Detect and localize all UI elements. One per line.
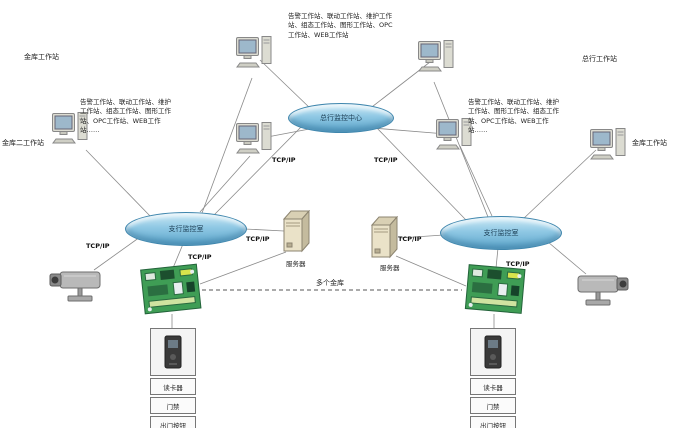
tcpip-label-left-server: TCP/IP [246, 235, 270, 243]
access-label-exit-button-left: 出门按钮 [150, 416, 196, 428]
access-label-reader-left: 读卡器 [150, 378, 196, 395]
cloud-branch-room-left: 支行监控室 [125, 212, 247, 246]
workstation-icon-mid-right-outer [590, 126, 626, 174]
station-label-head-office-top-right: 总行工作站 [582, 55, 617, 63]
card-reader-device-icon-right [470, 328, 516, 376]
workstation-icon-mid-right-inner [436, 116, 472, 164]
tcpip-label-center-right: TCP/IP [374, 156, 398, 164]
workstation-list-top: 告警工作站、联动工作站、维护工作站、组态工作站、图形工作站、OPC工作站、WEB… [288, 12, 393, 39]
tcpip-label-right-camera: TCP/IP [506, 260, 530, 268]
server-icon-right [370, 215, 399, 266]
card-reader-device-icon-left [150, 328, 196, 376]
workstation-icon-top-right [418, 38, 454, 86]
access-label-exit-button-right: 出门按钮 [470, 416, 516, 428]
tcpip-label-right-server: TCP/IP [398, 235, 422, 243]
controller-board-icon-left [140, 263, 203, 319]
server-label-right: 服务器 [380, 264, 400, 272]
cloud-head-office-label: 总行监控中心 [320, 114, 362, 122]
station-label-vault2-mid-left: 金库二工作站 [2, 139, 44, 147]
workstation-list-left: 告警工作站、联动工作站、维护工作站、组态工作站、图形工作站、OPC工作站、WEB… [80, 98, 171, 135]
cloud-branch-left-label: 支行监控室 [168, 225, 204, 233]
access-unit-right: 读卡器 门禁 出门按钮 [470, 328, 516, 428]
controller-board-icon-right [464, 264, 526, 319]
workstation-icon-top-left [236, 34, 272, 82]
station-label-vault-mid-right: 金库工作站 [632, 139, 667, 147]
tcpip-label-left-pcb: TCP/IP [188, 253, 212, 261]
cloud-branch-right-label: 支行监控室 [483, 229, 519, 237]
workstation-icon-mid-left-outer [52, 110, 88, 158]
tcpip-label-left-camera: TCP/IP [86, 242, 110, 250]
cctv-camera-icon-right [570, 270, 630, 314]
server-label-left: 服务器 [286, 260, 306, 268]
cloud-head-office-center: 总行监控中心 [288, 103, 394, 133]
access-label-door-right: 门禁 [470, 397, 516, 414]
access-label-reader-right: 读卡器 [470, 378, 516, 395]
workstation-list-right: 告警工作站、联动工作站、维护工作站、图形工作站、组态工作站、OPC工作站、WEB… [468, 98, 559, 135]
multi-vault-label: 多个金库 [316, 279, 344, 287]
station-label-vault-top-left: 金库工作站 [24, 53, 59, 61]
workstation-icon-mid-left-inner [236, 120, 272, 168]
cloud-branch-room-right: 支行监控室 [440, 216, 562, 250]
access-label-door-left: 门禁 [150, 397, 196, 414]
server-icon-left [282, 209, 311, 260]
cctv-camera-icon-left [48, 266, 108, 310]
access-unit-left: 读卡器 门禁 出门按钮 [150, 328, 196, 428]
tcpip-label-center-left: TCP/IP [272, 156, 296, 164]
